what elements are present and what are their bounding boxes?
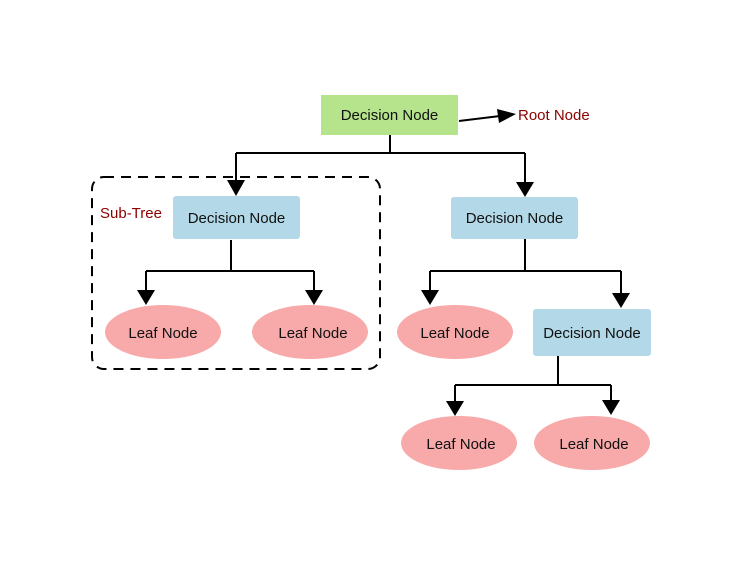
subtree-boundary <box>91 176 381 370</box>
decision-node-label: Decision Node <box>188 210 286 227</box>
arrow-to-l5 <box>602 400 620 415</box>
decision-node-box <box>451 197 578 239</box>
leaf-node-label: Leaf Node <box>559 436 628 453</box>
arrow-to-d2 <box>516 182 534 197</box>
edge-root-children <box>235 134 526 185</box>
arrow-to-l1 <box>137 290 155 305</box>
root-node-box <box>321 95 458 135</box>
leaf-node-ellipse <box>401 416 517 470</box>
edge-d1-children <box>145 240 315 292</box>
leaf-node-label: Leaf Node <box>278 325 347 342</box>
decision-node-box <box>533 309 651 356</box>
edges <box>137 109 630 416</box>
decision-node-box <box>173 196 300 239</box>
decision-node-right: Decision Node <box>451 197 578 239</box>
root-node: Decision Node <box>321 95 458 135</box>
edge-root-annotation <box>458 115 501 122</box>
decision-node-left: Decision Node <box>173 196 300 239</box>
subtree-label: Sub-Tree <box>100 205 162 222</box>
edge-d2-children <box>429 239 622 295</box>
leaf-node-label: Leaf Node <box>128 325 197 342</box>
leaf-node-label: Leaf Node <box>420 325 489 342</box>
arrow-to-l3 <box>421 290 439 305</box>
leaf-node: Leaf Node <box>105 305 221 359</box>
leaf-node-ellipse <box>105 305 221 359</box>
leaf-node-ellipse <box>252 305 368 359</box>
leaf-node-ellipse <box>534 416 650 470</box>
leaf-node: Leaf Node <box>534 416 650 470</box>
decision-node-label: Decision Node <box>543 325 641 342</box>
leaf-node-ellipse <box>397 305 513 359</box>
arrow-to-root-label <box>497 109 516 123</box>
decision-node-label: Decision Node <box>466 210 564 227</box>
leaf-node: Leaf Node <box>252 305 368 359</box>
edge-d3-children <box>454 356 612 403</box>
arrow-to-l4 <box>446 401 464 416</box>
arrow-to-d1 <box>227 180 245 196</box>
leaf-node-label: Leaf Node <box>426 436 495 453</box>
leaf-node: Leaf Node <box>397 305 513 359</box>
root-node-label: Decision Node <box>341 107 439 124</box>
arrow-to-d3 <box>612 293 630 308</box>
decision-node-lower: Decision Node <box>533 309 651 356</box>
leaf-node: Leaf Node <box>401 416 517 470</box>
arrow-to-l2 <box>305 290 323 305</box>
root-node-annotation: Root Node <box>518 107 590 124</box>
